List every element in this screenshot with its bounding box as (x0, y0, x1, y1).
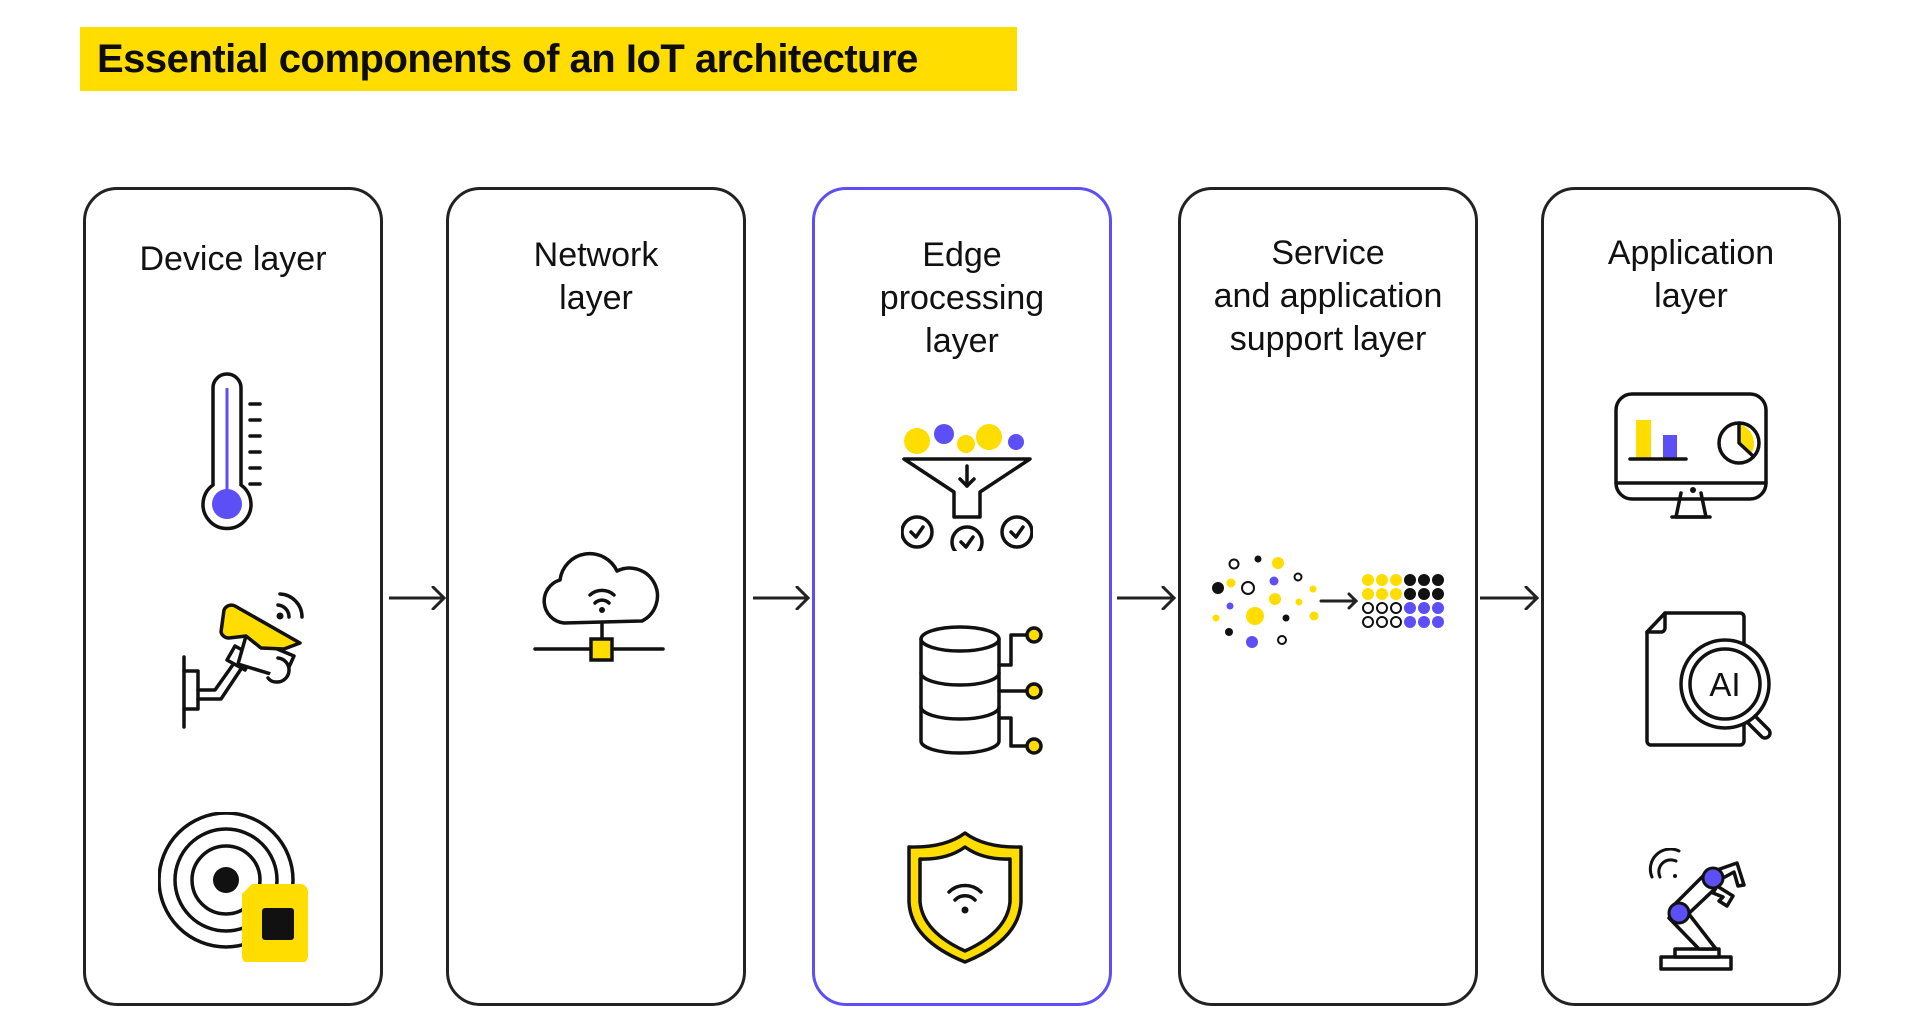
grid-dot (1404, 574, 1416, 586)
grid-dot (1362, 588, 1374, 600)
layer-title-line: Edge (922, 236, 1002, 274)
grid-dot (1390, 602, 1402, 614)
layer-title: Network layer (449, 234, 743, 320)
layer-title-line: layer (925, 322, 999, 360)
layer-title-line: Application (1607, 234, 1775, 272)
grid-dot (1404, 602, 1416, 614)
database-connections-icon (919, 625, 1043, 755)
layer-title-line: support layer (1229, 320, 1427, 358)
grid-dot (1418, 574, 1430, 586)
arrow-right-icon (389, 586, 447, 610)
data-filter-funnel-icon (901, 424, 1033, 551)
grid-dot (1432, 616, 1444, 628)
robotic-arm-icon (1648, 848, 1746, 971)
grid-dot (1404, 616, 1416, 628)
arrow-right-icon (1117, 586, 1177, 610)
arrow-right-icon (753, 586, 811, 610)
layer-title: Device layer (86, 238, 380, 281)
page-title: Essential components of an IoT architect… (97, 37, 918, 81)
layer-title-line: layer (1654, 277, 1728, 315)
layer-network: Network layer (446, 187, 746, 1006)
ai-label: AI (1709, 666, 1740, 703)
grid-dot (1390, 574, 1402, 586)
structured-data-grid (1362, 574, 1444, 628)
grid-dot (1418, 602, 1430, 614)
grid-dot (1404, 588, 1416, 600)
cloud-network-icon (533, 551, 665, 662)
layer-device: Device layer (83, 187, 383, 1006)
grid-dot (1432, 602, 1444, 614)
grid-dot (1418, 588, 1430, 600)
layer-title: Edge processing layer (815, 234, 1109, 363)
layer-title-line: and application (1213, 277, 1443, 315)
layer-title: Application layer (1544, 232, 1838, 318)
data-structuring-icon (1212, 555, 1444, 648)
layer-title-line: layer (559, 279, 633, 317)
arrow-right-icon (1480, 586, 1540, 610)
grid-dot (1376, 616, 1388, 628)
layer-title-line: Service (1271, 234, 1385, 272)
grid-dot (1418, 616, 1430, 628)
grid-dot (1362, 574, 1374, 586)
layer-title-line: Network (533, 236, 659, 274)
layer-edge-processing: Edge processing layer (812, 187, 1112, 1006)
grid-dot (1432, 588, 1444, 600)
thermometer-icon (201, 372, 262, 531)
grid-dot (1376, 588, 1388, 600)
grid-dot (1376, 574, 1388, 586)
grid-dot (1376, 602, 1388, 614)
layer-title-line: processing (879, 279, 1045, 317)
sensor-chip-icon (158, 812, 308, 962)
security-shield-wifi-icon (907, 831, 1023, 964)
layer-title: Service and application support layer (1181, 232, 1475, 361)
security-camera-icon (182, 592, 304, 729)
layer-service-support: Service and application support layer (1178, 187, 1478, 1006)
layer-application: Application layer AI (1541, 187, 1841, 1006)
title-banner: Essential components of an IoT architect… (80, 27, 1017, 91)
dashboard-monitor-icon (1614, 392, 1768, 519)
grid-dot (1390, 588, 1402, 600)
grid-dot (1432, 574, 1444, 586)
ai-document-search-icon: AI (1645, 611, 1772, 747)
grid-dot (1390, 616, 1402, 628)
layer-title-line: Device layer (139, 240, 327, 278)
grid-dot (1362, 602, 1374, 614)
grid-dot (1362, 616, 1374, 628)
